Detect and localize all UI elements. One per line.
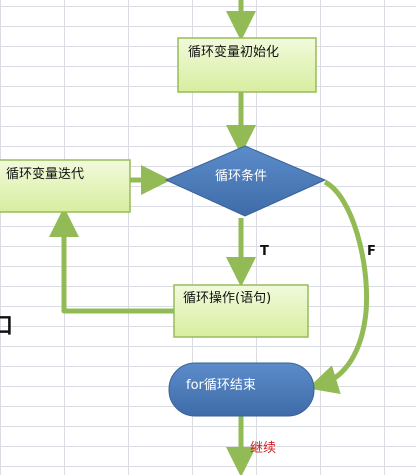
body-label: 循环操作(语句): [183, 290, 271, 306]
condition-label: 循环条件: [215, 168, 267, 184]
end-terminal: [168, 362, 315, 417]
init-label: 循环变量初始化: [188, 44, 279, 60]
iterate-label: 循环变量迭代: [6, 166, 84, 182]
end-label: for循环结束: [186, 378, 256, 393]
arrow-condition-false-to-end: [307, 179, 370, 394]
condition-diamond: [164, 145, 327, 217]
true-edge-label: T: [260, 244, 269, 259]
continue-edge-label: 继续: [250, 441, 276, 456]
init-box: [177, 37, 317, 93]
body-box: [173, 284, 309, 338]
false-edge-label: F: [367, 244, 376, 259]
arrow-body-to-iterate: [49, 207, 174, 314]
partial-cut-off-text: 口: [0, 314, 14, 339]
iterate-box: [0, 159, 131, 213]
